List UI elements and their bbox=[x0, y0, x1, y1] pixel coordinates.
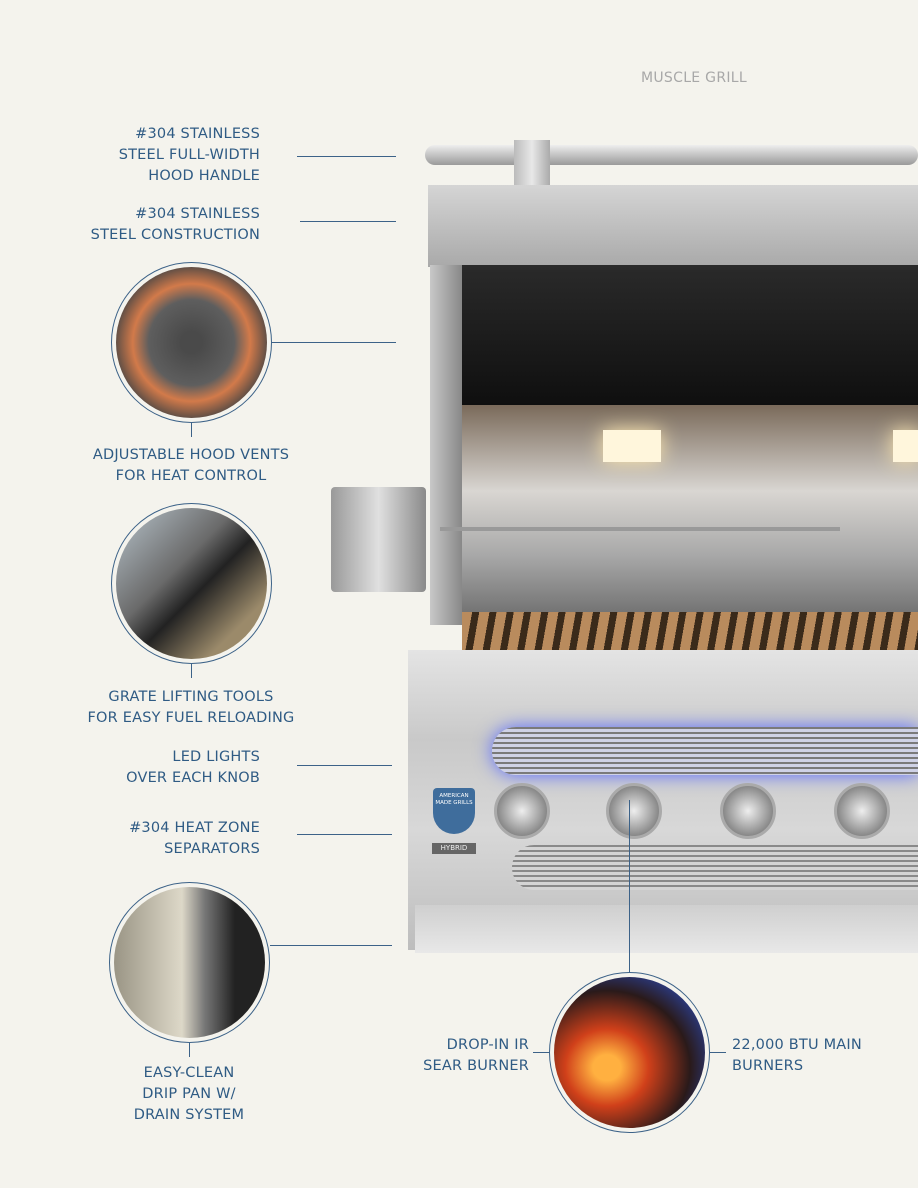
leader-line bbox=[533, 1052, 549, 1053]
control-panel bbox=[408, 650, 918, 950]
rotisserie-motor bbox=[331, 487, 426, 592]
upper-vent bbox=[492, 727, 918, 775]
hood bbox=[428, 185, 918, 267]
model-badge: HYBRID bbox=[432, 843, 476, 854]
leader-line bbox=[297, 834, 392, 835]
control-knob[interactable] bbox=[494, 783, 550, 839]
grate-tools-photo bbox=[111, 503, 272, 664]
feature-led-lights: LED LIGHTS OVER EACH KNOB bbox=[126, 749, 260, 786]
control-knob[interactable] bbox=[720, 783, 776, 839]
rotisserie-spit bbox=[440, 527, 840, 531]
feature-main-burners: 22,000 BTU MAIN BURNERS bbox=[732, 1037, 862, 1074]
feature-grate-tools: GRATE LIFTING TOOLS FOR EASY FUEL RELOAD… bbox=[87, 689, 295, 726]
feature-drip-pan: EASY-CLEAN DRIP PAN W/ DRAIN SYSTEM bbox=[133, 1065, 245, 1123]
page-title: MUSCLE GRILL bbox=[641, 70, 747, 86]
cook-chamber bbox=[462, 405, 918, 620]
hood-side bbox=[430, 265, 462, 625]
hood-handle bbox=[425, 145, 918, 165]
brand-badge: AMERICAN MADE GRILLS bbox=[433, 788, 475, 834]
hood-light bbox=[603, 430, 661, 462]
leader-line bbox=[191, 664, 192, 678]
feature-heat-zone: #304 HEAT ZONE SEPARATORS bbox=[129, 820, 260, 857]
drip-tray bbox=[415, 905, 918, 953]
feature-sear-burner: DROP-IN IR SEAR BURNER bbox=[423, 1037, 529, 1074]
leader-line bbox=[297, 156, 396, 157]
drip-pan-photo bbox=[109, 882, 270, 1043]
leader-line bbox=[191, 423, 192, 437]
control-knob[interactable] bbox=[606, 783, 662, 839]
hood-light bbox=[893, 430, 918, 462]
lower-vent bbox=[512, 845, 918, 890]
burner-photo bbox=[549, 972, 710, 1133]
hood-interior bbox=[460, 265, 918, 405]
cooking-grates bbox=[462, 612, 918, 652]
feature-hood-vents: ADJUSTABLE HOOD VENTS FOR HEAT CONTROL bbox=[92, 447, 290, 484]
leader-line bbox=[270, 945, 392, 946]
control-knob[interactable] bbox=[834, 783, 890, 839]
hood-vent-photo bbox=[111, 262, 272, 423]
leader-line bbox=[629, 800, 630, 972]
leader-line bbox=[710, 1052, 726, 1053]
feature-hood-handle: #304 STAINLESS STEEL FULL-WIDTH HOOD HAN… bbox=[118, 126, 260, 184]
leader-line bbox=[272, 342, 396, 343]
leader-line bbox=[189, 1043, 190, 1057]
leader-line bbox=[300, 221, 396, 222]
feature-construction: #304 STAINLESS STEEL CONSTRUCTION bbox=[90, 206, 260, 243]
leader-line bbox=[297, 765, 392, 766]
